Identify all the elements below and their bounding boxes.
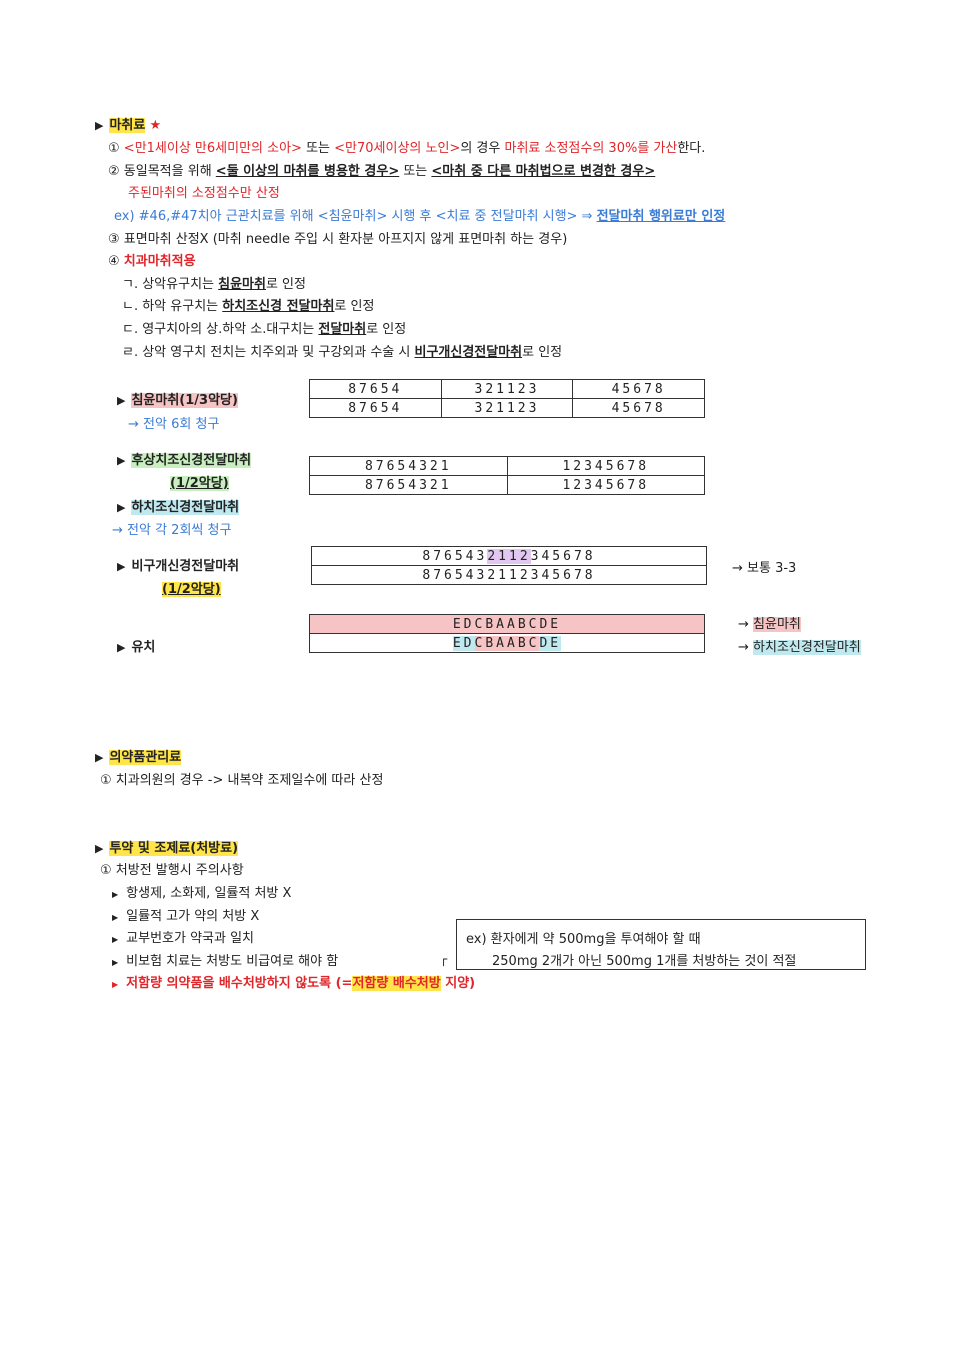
section-anesthesia-heading: ▶마취료 ★ (95, 118, 162, 133)
small-triangle-icon: ▶ (112, 958, 119, 967)
nasopalatine-sublabel: (1/2악당) (162, 582, 221, 597)
anesthesia-sub-2: ㄴ. 하악 유구치는 하치조신경 전달마취로 인정 (122, 299, 375, 314)
ian-note: → 전악 각 2회씩 청구 (112, 523, 232, 538)
bracket-mark: ┌ (440, 952, 448, 966)
triangle-bullet-icon: ▶ (117, 560, 126, 573)
infiltration-label: ▶침윤마취(1/3악당) (117, 393, 238, 408)
anesthesia-sub-3: ㄷ. 영구치아의 상.하악 소.대구치는 전달마취로 인정 (122, 322, 407, 337)
ian-label: ▶하치조신경전달마취 (117, 500, 240, 515)
primary-note-2: → 하치조신경전달마취 (738, 640, 861, 655)
example-line-2: 250mg 2개가 아닌 500mg 1개를 처방하는 것이 적절 (492, 954, 797, 969)
anesthesia-sub-1: ㄱ. 상악유구치는 침윤마취로 인정 (122, 277, 306, 292)
triangle-bullet-icon: ▶ (95, 119, 104, 132)
prescription-item-warning: ▶저함량 의약품을 배수처방하지 않도록 (=저함량 배수처방 지양) (112, 976, 476, 991)
anesthesia-line-2: ② 동일목적을 위해 <둘 이상의 마취를 병용한 경우> 또는 <마취 중 다… (108, 164, 656, 179)
prescription-example-box: ex) 환자에게 약 500mg을 투여해야 할 때 250mg 2개가 아닌 … (456, 919, 866, 970)
small-triangle-icon: ▶ (112, 913, 119, 922)
anesthesia-line-1: ① <만1세이상 만6세미만의 소아> 또는 <만70세이상의 노인>의 경우 … (108, 141, 706, 156)
infiltration-note: → 전악 6회 청구 (128, 417, 220, 432)
primary-tooth-chart: EDCBAABCDE EDCBAABCDE (309, 614, 705, 653)
psa-label: ▶후상치조신경전달마취 (117, 453, 252, 468)
prescription-item: ▶교부번호가 약국과 일치 (112, 931, 255, 946)
triangle-bullet-icon: ▶ (117, 501, 126, 514)
anesthesia-example: ex) #46,#47치아 근관치료를 위해 <침윤마취> 시행 후 <치료 중… (114, 209, 726, 224)
prescription-item: ▶비보험 치료는 처방도 비급여로 해야 함 (112, 954, 339, 969)
small-triangle-icon: ▶ (112, 980, 119, 989)
infiltration-tooth-chart: 87654 321123 45678 87654 321123 45678 (309, 379, 705, 418)
triangle-bullet-icon: ▶ (95, 842, 104, 855)
example-line-1: ex) 환자에게 약 500mg을 투여해야 할 때 (466, 932, 701, 947)
primary-note-1: → 침윤마취 (738, 617, 801, 632)
primary-label: ▶유치 (117, 640, 156, 655)
psa-tooth-chart: 87654321 12345678 87654321 12345678 (309, 456, 705, 495)
nasopalatine-note: → 보통 3-3 (732, 561, 797, 576)
anesthesia-line-3: ③ 표면마취 산정X (마취 needle 주입 시 환자분 아프지지 않게 표… (108, 232, 568, 247)
star-icon: ★ (149, 118, 162, 133)
small-triangle-icon: ▶ (112, 890, 119, 899)
triangle-bullet-icon: ▶ (117, 454, 126, 467)
triangle-bullet-icon: ▶ (117, 394, 126, 407)
nasopalatine-label: ▶비구개신경전달마취 (117, 559, 240, 574)
small-triangle-icon: ▶ (112, 935, 119, 944)
triangle-bullet-icon: ▶ (95, 751, 104, 764)
anesthesia-line-4: ④ 치과마취적용 (108, 254, 196, 269)
anesthesia-sub-4: ㄹ. 상악 영구치 전치는 치주외과 및 구강외과 수술 시 비구개신경전달마취… (122, 345, 563, 360)
section-prescription-heading: ▶투약 및 조제료(처방료) (95, 841, 239, 856)
psa-sublabel: (1/2악당) (170, 476, 229, 491)
drug-line-1: ① 치과의원의 경우 -> 내복약 조제일수에 따라 산정 (100, 773, 384, 788)
prescription-line-1: ① 처방전 발행시 주의사항 (100, 863, 244, 878)
section-drug-heading: ▶의약품관리료 (95, 750, 182, 765)
anesthesia-line-2-result: 주된마취의 소정점수만 산정 (128, 186, 280, 201)
prescription-item: ▶항생제, 소화제, 일률적 처방 X (112, 886, 292, 901)
nasopalatine-tooth-chart: 8765432112345678 8765432112345678 (311, 546, 707, 585)
triangle-bullet-icon: ▶ (117, 641, 126, 654)
prescription-item: ▶일률적 고가 약의 처방 X (112, 909, 260, 924)
